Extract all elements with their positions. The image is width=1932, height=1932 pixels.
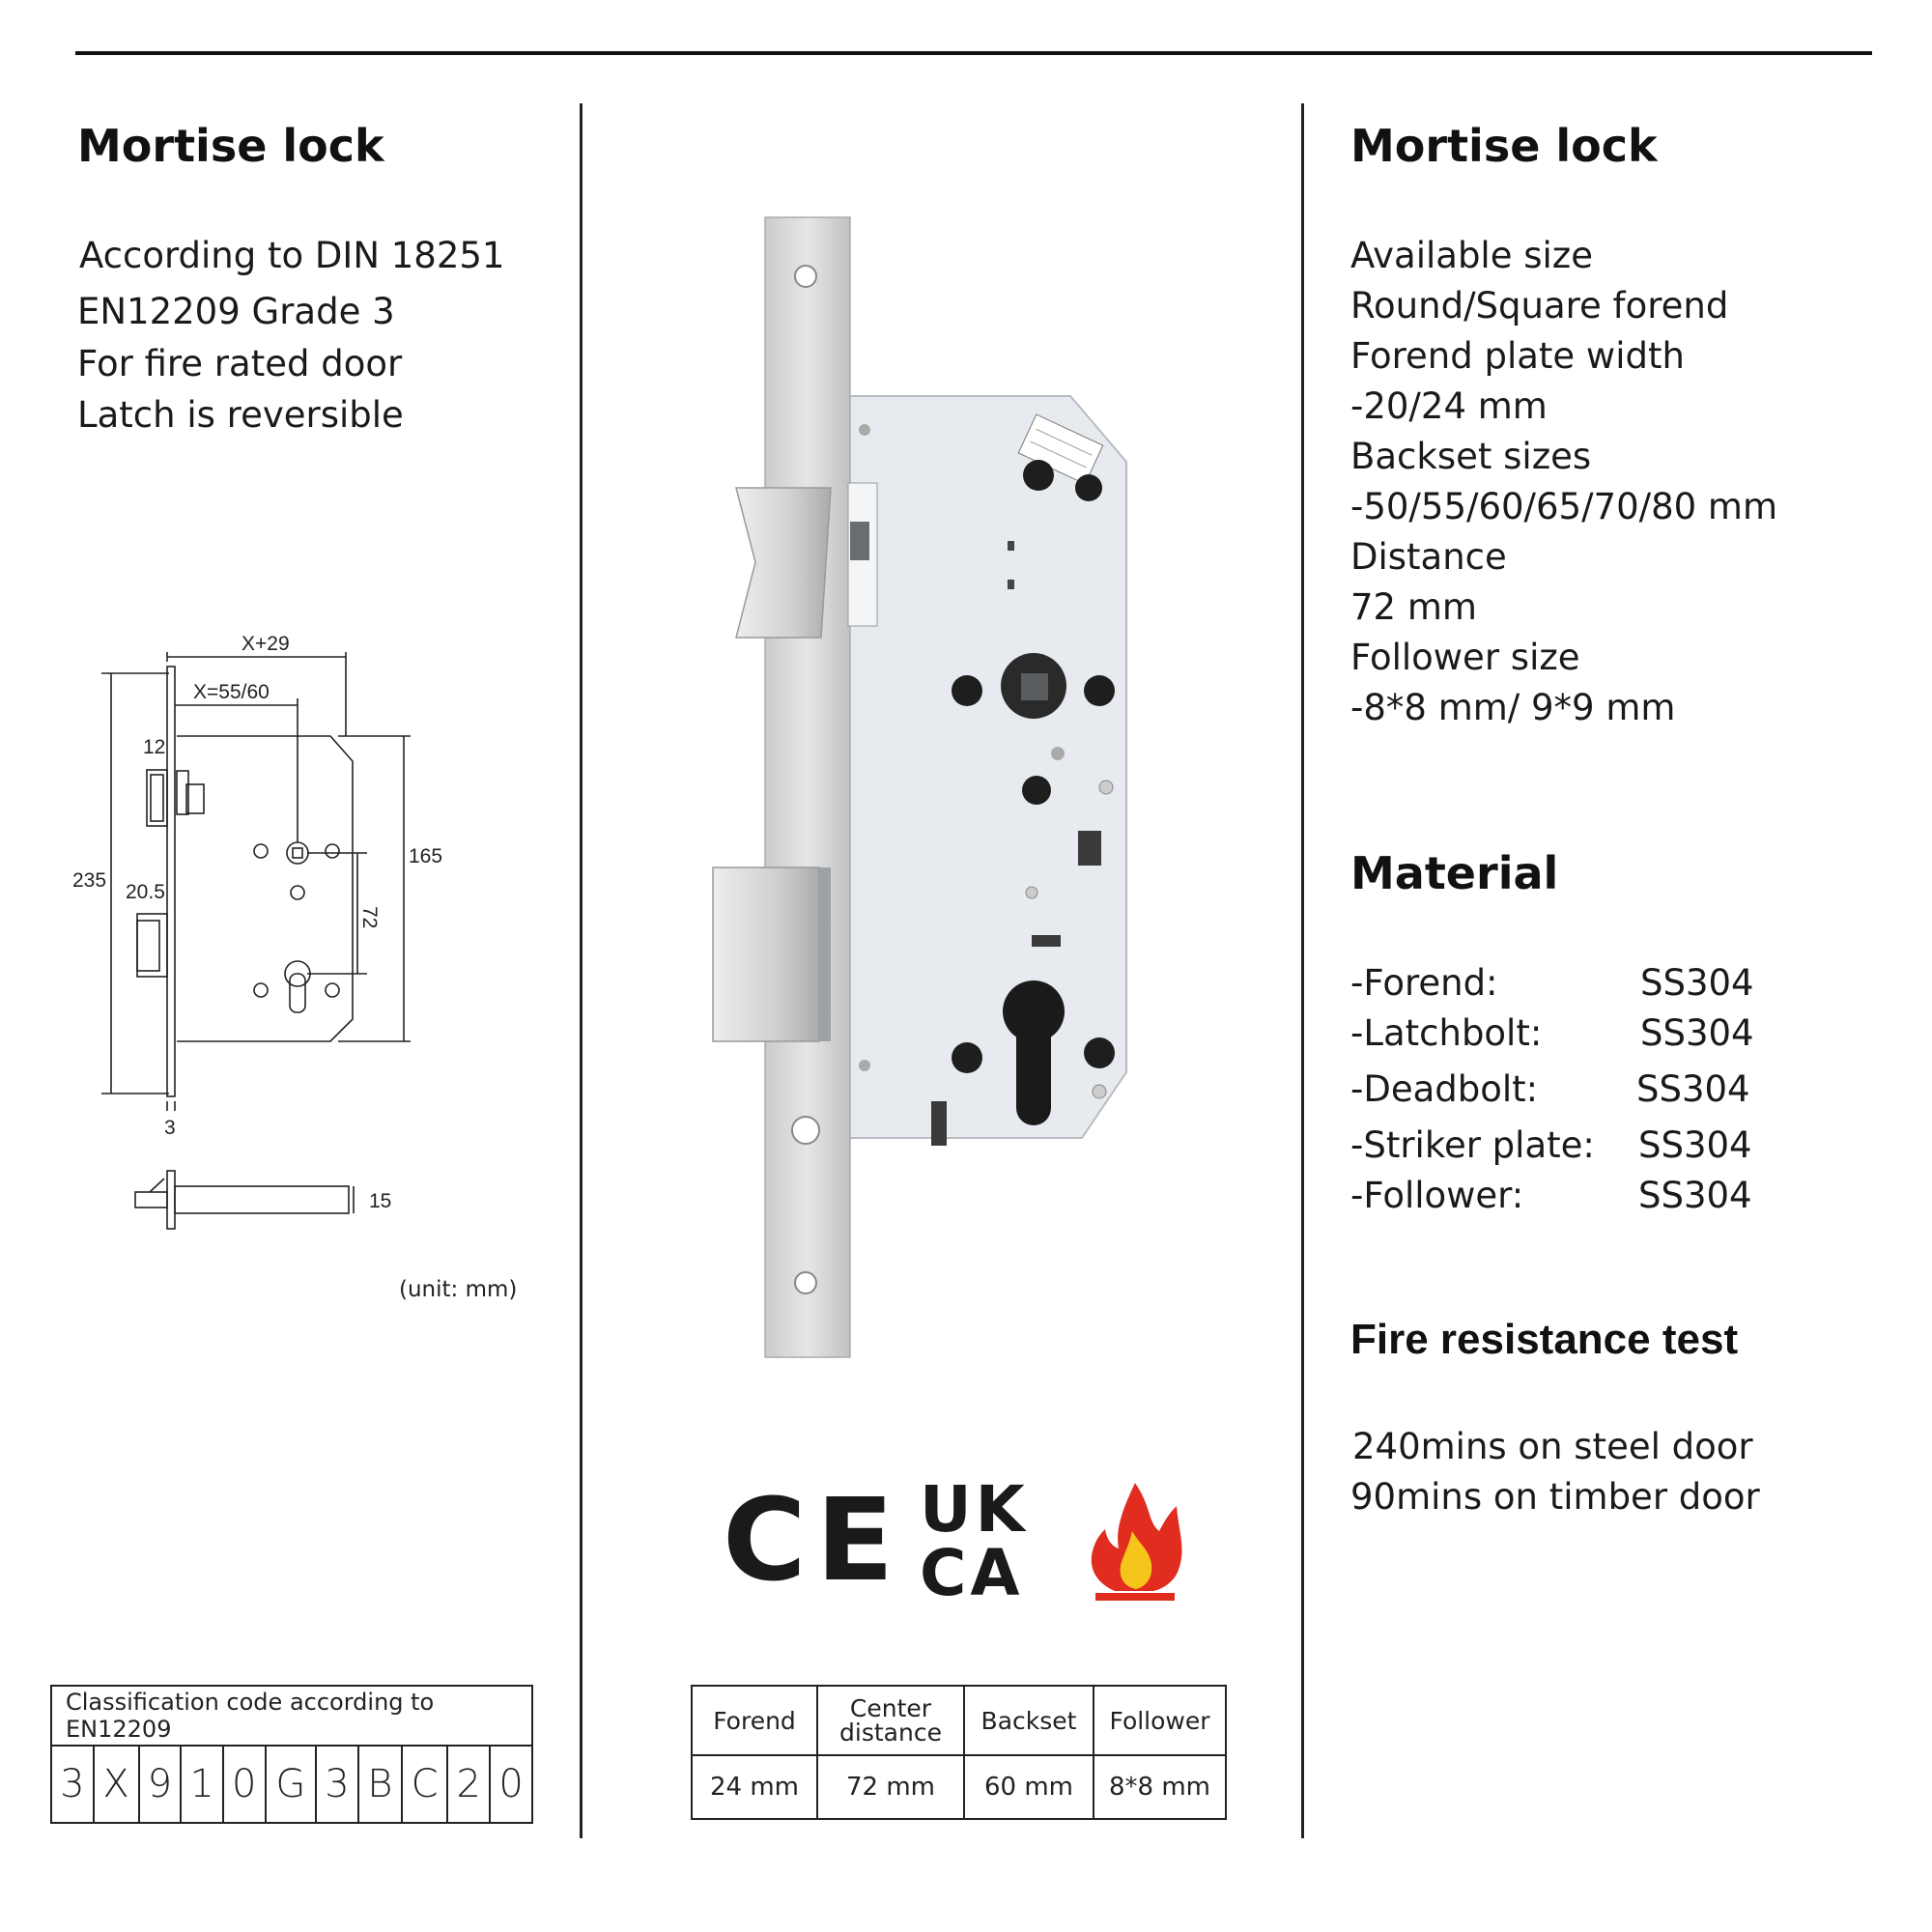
material-grade: SS304 <box>1636 1068 1750 1110</box>
certification-marks: CE UK CA <box>723 1473 1182 1604</box>
spec-value-center-distance: 72 mm <box>816 1754 965 1820</box>
classification-code-cell: B <box>356 1745 403 1824</box>
top-rule <box>75 51 1872 55</box>
spec-line: Distance <box>1350 536 1507 578</box>
dim-235: 235 <box>72 869 106 892</box>
dim-x-plus-29: X+29 <box>242 633 290 655</box>
classification-code-cell: 3 <box>50 1745 95 1824</box>
material-part: -Follower: <box>1350 1175 1524 1216</box>
spec-line: Round/Square forend <box>1350 285 1729 327</box>
material-grade: SS304 <box>1640 1012 1754 1054</box>
material-part: -Striker plate: <box>1350 1124 1595 1166</box>
material-row: -Follower: SS304 <box>1350 1171 1930 1221</box>
spec-line: -20/24 mm <box>1350 385 1548 427</box>
technical-drawing: X+29 X=55/60 12 235 20.5 165 72 3 15 <box>72 633 442 1230</box>
unit-note: (unit: mm) <box>399 1277 518 1302</box>
spec-header-forend: Forend <box>691 1685 818 1756</box>
material-part: -Forend: <box>1350 962 1498 1004</box>
dim-165: 165 <box>409 845 442 867</box>
spec-list: Available size Round/Square forend Foren… <box>1350 231 1777 733</box>
mortise-lock-image <box>712 216 1127 1358</box>
ce-mark: CE <box>723 1473 903 1604</box>
material-row: -Striker plate: SS304 <box>1350 1121 1930 1171</box>
material-part: -Latchbolt: <box>1350 1012 1543 1054</box>
classification-code-cell: 0 <box>489 1745 533 1824</box>
fire-test-line-2: 90mins on timber door <box>1350 1476 1760 1518</box>
material-grade: SS304 <box>1638 1124 1752 1166</box>
spec-line: Follower size <box>1350 637 1580 678</box>
dim-3: 3 <box>164 1117 176 1139</box>
divider-right <box>1301 103 1304 1838</box>
material-part: -Deadbolt: <box>1350 1068 1539 1110</box>
right-title: Mortise lock <box>1350 120 1658 172</box>
spec-line: Forend plate width <box>1350 335 1685 377</box>
fire-test-line-1: 240mins on steel door <box>1352 1426 1753 1467</box>
spec-value-backset: 60 mm <box>963 1754 1094 1820</box>
dim-15: 15 <box>369 1190 391 1212</box>
material-row: -Deadbolt: SS304 <box>1350 1065 1930 1115</box>
classification-code-cell: X <box>92 1745 140 1824</box>
classification-code-cell: 2 <box>446 1745 492 1824</box>
classification-code-cell: C <box>400 1745 449 1824</box>
classification-code-cell: 3 <box>315 1745 359 1824</box>
left-line-2: EN12209 Grade 3 <box>77 291 395 332</box>
spec-value-forend: 24 mm <box>691 1754 818 1820</box>
classification-code-cell: 1 <box>180 1745 224 1824</box>
material-grade: SS304 <box>1640 962 1754 1004</box>
spec-line: Backset sizes <box>1350 436 1592 477</box>
dim-20-5: 20.5 <box>126 881 165 903</box>
spec-line: -50/55/60/65/70/80 mm <box>1350 486 1778 527</box>
material-row: -Forend: SS304 <box>1350 958 1930 1009</box>
classification-table: Classification code according to EN12209… <box>50 1685 533 1824</box>
fire-rating-icon <box>1091 1483 1182 1601</box>
divider-left <box>580 103 582 1838</box>
ukca-mark-bottom: CA <box>920 1536 1024 1604</box>
left-line-1: According to DIN 18251 <box>79 235 505 276</box>
classification-code-cell: 9 <box>137 1745 183 1824</box>
spec-header-center-distance: Center distance <box>816 1685 965 1756</box>
material-grade: SS304 <box>1638 1175 1752 1216</box>
left-line-3: For fire rated door <box>77 343 403 384</box>
dim-x-backset: X=55/60 <box>193 681 270 703</box>
left-line-4: Latch is reversible <box>77 394 404 436</box>
spec-header-backset: Backset <box>963 1685 1094 1756</box>
classification-header: Classification code according to EN12209 <box>50 1685 533 1747</box>
fire-test-title: Fire resistance test <box>1350 1316 1739 1363</box>
spec-table: Forend Center distance Backset Follower … <box>691 1685 1227 1820</box>
left-title: Mortise lock <box>77 120 384 172</box>
material-row: -Latchbolt: SS304 <box>1350 1009 1930 1059</box>
spec-value-follower: 8*8 mm <box>1093 1754 1227 1820</box>
spec-line: 72 mm <box>1350 586 1477 628</box>
material-list: -Forend: SS304 -Latchbolt: SS304 -Deadbo… <box>1350 958 1930 1238</box>
material-title: Material <box>1350 847 1559 899</box>
spec-header-follower: Follower <box>1093 1685 1227 1756</box>
classification-code-cell: 0 <box>221 1745 267 1824</box>
ukca-mark-top: UK <box>920 1473 1029 1547</box>
spec-line: -8*8 mm/ 9*9 mm <box>1350 687 1676 728</box>
classification-code-cell: G <box>264 1745 318 1824</box>
spec-line: Available size <box>1350 235 1593 276</box>
dim-12: 12 <box>143 736 165 758</box>
dim-72: 72 <box>358 906 381 928</box>
